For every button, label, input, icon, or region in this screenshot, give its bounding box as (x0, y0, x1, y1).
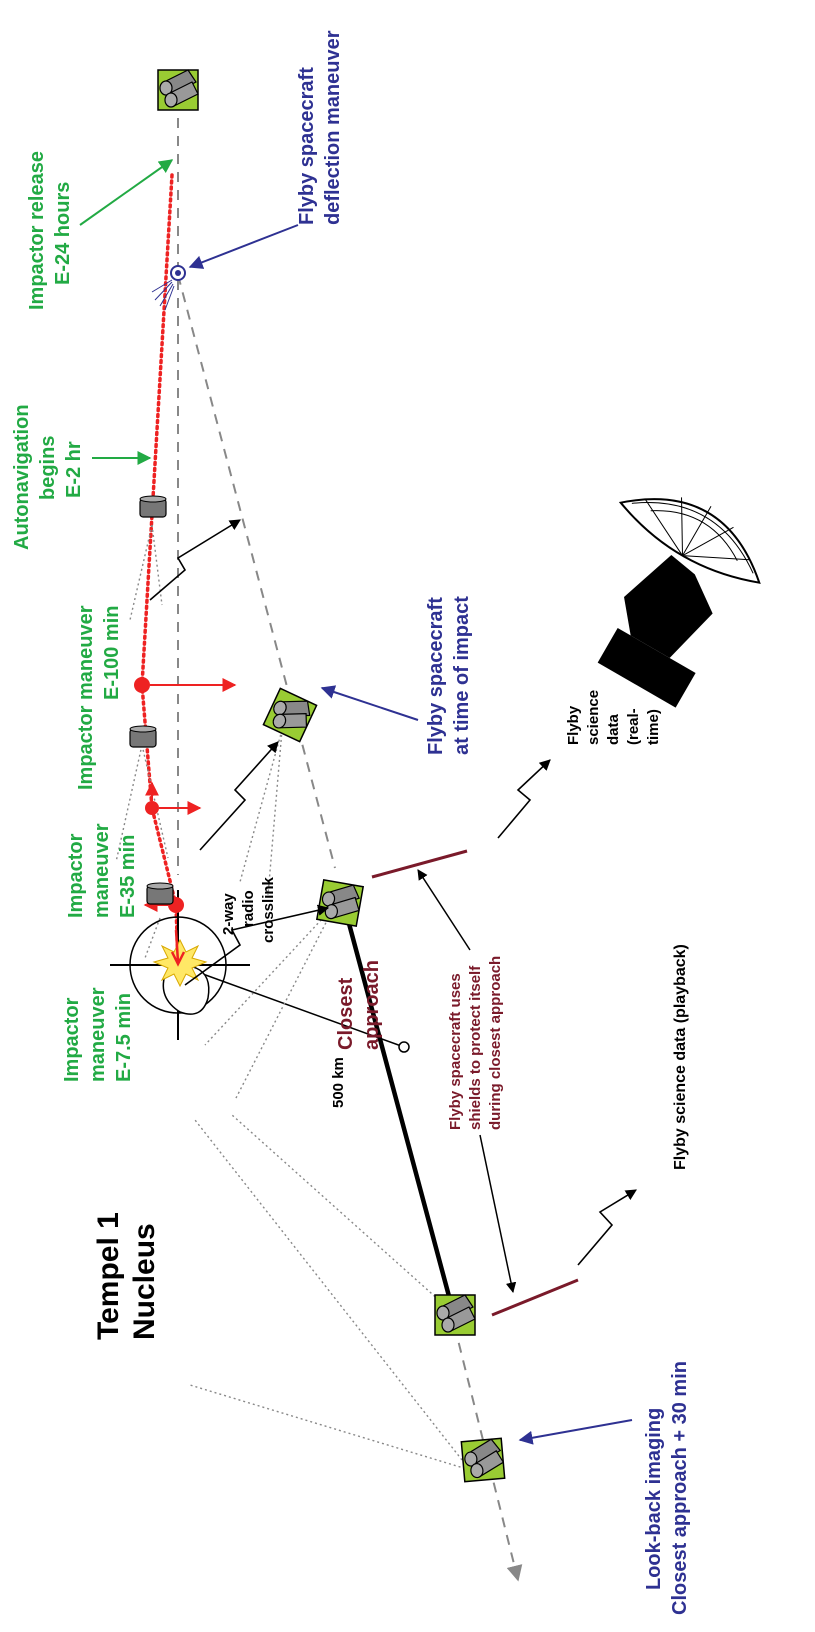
shields-label: Flyby spacecraft uses shields to protect… (447, 956, 504, 1130)
flyby-spacecraft-lookback (460, 1437, 506, 1483)
autonav-line2: begins (37, 436, 59, 500)
maneuver7-line1: Impactor (61, 997, 83, 1082)
lookback-arrow (518, 1419, 633, 1445)
maneuver-e100 (134, 677, 237, 693)
dsn-antenna-icon (597, 497, 761, 708)
realtime-line4: (real- (625, 708, 642, 745)
tempel-label-line1: Tempel 1 (92, 1212, 125, 1340)
flyby-impact-line2: at time of impact (451, 596, 473, 755)
maneuver7-line3: E-7.5 min (113, 993, 135, 1082)
shields-line1: Flyby spacecraft uses (447, 973, 464, 1130)
crosslink-line3: crosslink (260, 876, 277, 943)
impactor-autonav (139, 495, 167, 518)
maneuver-e35 (145, 781, 202, 815)
maneuver35-label: Impactor maneuver E-35 min (65, 823, 139, 918)
flyby-deflection-line1: Flyby spacecraft (296, 67, 318, 225)
impactor-release-arrow (79, 159, 174, 226)
closest-approach-radius-line (177, 964, 405, 1048)
flyby-impact-line1: Flyby spacecraft (425, 597, 447, 755)
autonav-label: Autonavigation begins E-2 hr (11, 404, 85, 550)
radio-link-symbols (149, 519, 637, 1266)
distance-label: 500 km (330, 1057, 347, 1108)
shield-arrow-lower (479, 1134, 517, 1294)
playback-label: Flyby science data (playback) (672, 944, 689, 1170)
tempel-label-line2: Nucleus (128, 1223, 161, 1340)
flyby-spacecraft-approach-start (316, 879, 364, 927)
autonav-line1: Autonavigation (11, 404, 33, 550)
maneuver7-line2: maneuver (87, 987, 109, 1082)
realtime-line1: Flyby (565, 705, 582, 745)
closest-line1: Closest (335, 977, 357, 1050)
impactor-e35 (146, 882, 174, 905)
shields-line2: shields to protect itself (467, 965, 484, 1130)
realtime-label: Flyby science data (real- time) (565, 690, 662, 745)
closest-line2: approach (361, 960, 383, 1050)
impactor-release-label: Impactor release E-24 hours (26, 151, 74, 310)
maneuver100-line1: Impactor maneuver (75, 605, 97, 790)
autonav-line3: E-2 hr (63, 441, 85, 498)
impactor-e100 (129, 725, 157, 748)
flyby-deflection-line2: deflection maneuver (322, 30, 344, 225)
shield-bar-lower (491, 1278, 579, 1317)
closest-approach-label: Closest approach (335, 960, 383, 1050)
flyby-spacecraft-release (157, 69, 199, 111)
shields-line3: during closest approach (487, 956, 504, 1130)
crosslink-label: 2-way radio crosslink (220, 876, 277, 943)
maneuver35-line2: maneuver (91, 823, 113, 918)
maneuver35-line1: Impactor (65, 833, 87, 918)
maneuver100-label: Impactor maneuver E-100 min (75, 605, 123, 790)
realtime-line2: science (585, 690, 602, 745)
maneuver100-line2: E-100 min (101, 606, 123, 700)
crosslink-line2: radio (240, 890, 257, 927)
lookback-line2: Closest approach + 30 min (669, 1361, 691, 1615)
closest-approach-segment (337, 889, 453, 1301)
impactor-release-line2: E-24 hours (52, 182, 74, 285)
deflection-burn-icon (151, 265, 186, 311)
flyby-impact-arrow (320, 685, 419, 721)
flyby-spacecraft-approach-end (434, 1294, 476, 1336)
flyby-impact-label: Flyby spacecraft at time of impact (425, 596, 473, 755)
closest-approach-point (398, 1041, 410, 1053)
shield-bar-upper (371, 849, 468, 879)
flyby-path-upper (177, 274, 336, 869)
impactor-trajectory (140, 173, 180, 967)
lookback-line1: Look-back imaging (643, 1408, 665, 1590)
deflection-arrow (188, 224, 299, 269)
maneuver7-label: Impactor maneuver E-7.5 min (61, 987, 135, 1082)
shield-arrow-upper (417, 869, 471, 951)
flyby-deflection-label: Flyby spacecraft deflection maneuver (296, 30, 344, 225)
tempel-label: Tempel 1 Nucleus (92, 1212, 161, 1340)
instrument-fov-lines (115, 524, 471, 1471)
tempel1-nucleus (110, 890, 250, 1040)
lookback-label: Look-back imaging Closest approach + 30 … (643, 1361, 691, 1615)
impactor-release-line1: Impactor release (26, 151, 48, 310)
realtime-line3: data (605, 714, 622, 746)
crosslink-line1: 2-way (220, 893, 237, 935)
realtime-line5: time) (645, 709, 662, 745)
flyby-spacecraft-impact (262, 687, 318, 743)
maneuver35-line3: E-35 min (117, 835, 139, 918)
